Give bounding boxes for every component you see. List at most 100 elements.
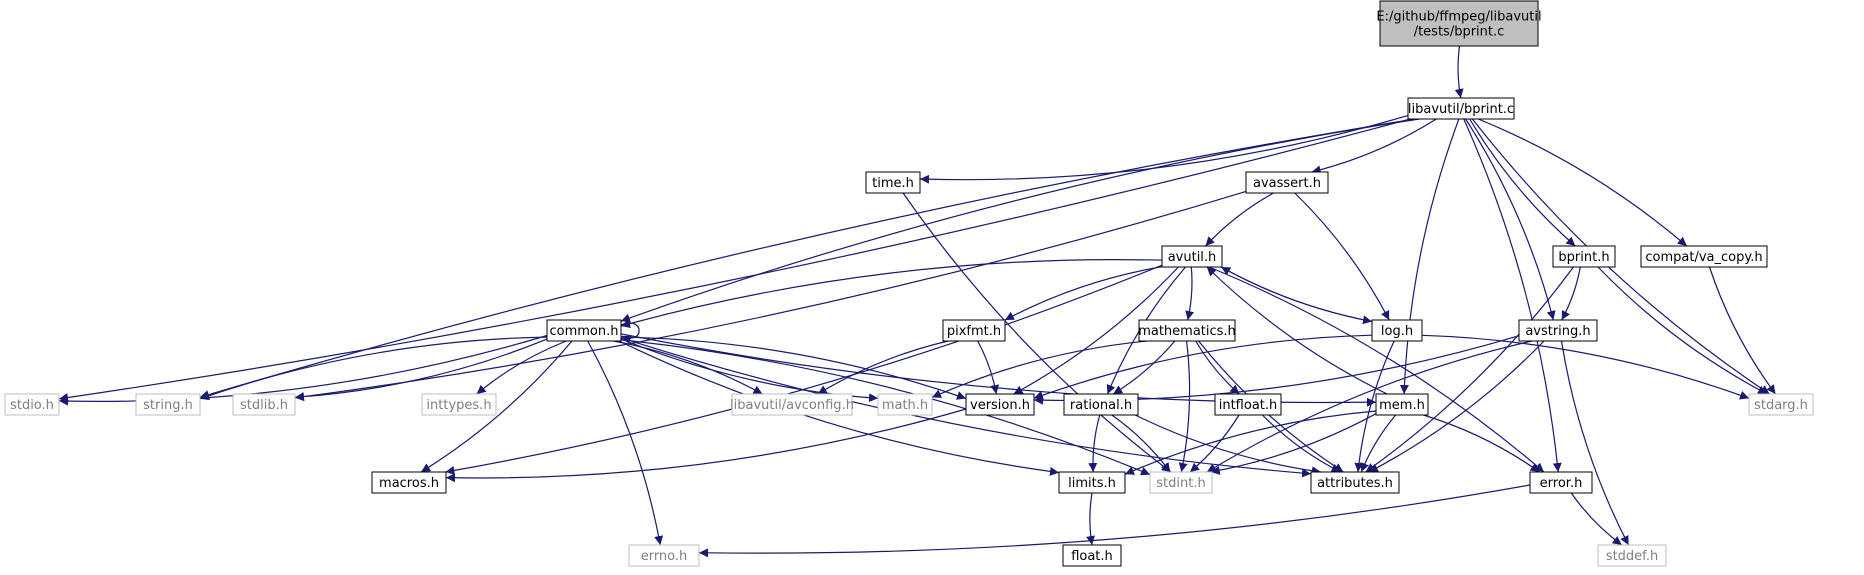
node-box xyxy=(1640,245,1768,268)
node-errno-h[interactable]: errno.h xyxy=(628,544,700,567)
node-inttypes-h[interactable]: inttypes.h xyxy=(421,393,497,416)
node-common-h[interactable]: common.h xyxy=(546,319,622,342)
node-box xyxy=(1379,0,1539,47)
node-box xyxy=(1161,245,1223,268)
node-bprint-h[interactable]: bprint.h xyxy=(1552,245,1616,268)
edge-avstring_h-to-stdint_h xyxy=(1206,340,1533,473)
node-box xyxy=(731,393,853,416)
node-mathematics-h[interactable]: mathematics.h xyxy=(1138,319,1236,342)
node-label: log.h xyxy=(1381,324,1413,339)
node-macros-h[interactable]: macros.h xyxy=(371,471,447,494)
node-box xyxy=(1062,544,1122,567)
node-stddef-h[interactable]: stddef.h xyxy=(1597,544,1667,567)
node-rational-h[interactable]: rational.h xyxy=(1063,393,1139,416)
node-box xyxy=(1597,544,1667,567)
node-label: stdint.h xyxy=(1156,476,1205,491)
edge-log_h-to-attributes_h xyxy=(1354,340,1395,473)
node-stdint-h[interactable]: stdint.h xyxy=(1149,471,1213,494)
edge-bprint_c-to-common_h xyxy=(620,118,1420,323)
node-label: mathematics.h xyxy=(1138,324,1236,339)
node-math-h[interactable]: math.h xyxy=(877,393,933,416)
edge-avassert_h-to-log_h xyxy=(1294,192,1390,321)
edge-bprint_c-to-avstring_h xyxy=(1465,118,1556,321)
edge-mem_h-to-error_h xyxy=(1423,414,1540,473)
node-avutil-h[interactable]: avutil.h xyxy=(1161,245,1223,268)
node-label: inttypes.h xyxy=(426,398,491,413)
edge-mathematics_h-to-rational_h xyxy=(1112,340,1176,395)
node-string-h[interactable]: string.h xyxy=(135,393,201,416)
node-label: /tests/bprint.c xyxy=(1414,25,1505,40)
node-version-h[interactable]: version.h xyxy=(965,393,1035,416)
node-box xyxy=(546,319,622,342)
node-box xyxy=(371,471,447,494)
node-attributes-h[interactable]: attributes.h xyxy=(1310,471,1400,494)
node-box xyxy=(1375,393,1429,416)
node-box xyxy=(1245,171,1329,194)
node-stdarg-h[interactable]: stdarg.h xyxy=(1748,393,1814,416)
node-label: avstring.h xyxy=(1525,324,1590,339)
node-label: errno.h xyxy=(641,549,688,564)
edge-log_h-to-version_h xyxy=(1033,334,1373,400)
node-time-h[interactable]: time.h xyxy=(865,171,921,194)
node-intfloat-h[interactable]: intfloat.h xyxy=(1214,393,1282,416)
node-label: stdarg.h xyxy=(1754,398,1808,413)
node-box xyxy=(1552,245,1616,268)
node-stdlib-h[interactable]: stdlib.h xyxy=(232,393,296,416)
node-label: error.h xyxy=(1540,476,1583,491)
edge-va_copy_h-to-stdarg_h xyxy=(1708,266,1776,395)
edge-bprint_c-to-stdio_h xyxy=(58,118,1411,403)
edge-mem_h-to-avutil_h xyxy=(1206,266,1388,395)
node-log-h[interactable]: log.h xyxy=(1371,319,1423,342)
edge-limits_h-to-float_h xyxy=(1086,492,1096,546)
edge-root-to-bprint_c xyxy=(1454,45,1464,99)
node-va-copy-h[interactable]: compat/va_copy.h xyxy=(1640,245,1768,268)
node-box xyxy=(865,171,921,194)
edge-rational_h-to-limits_h xyxy=(1088,414,1101,473)
dependency-edges xyxy=(58,45,1776,558)
node-root[interactable]: E:/github/ffmpeg/libavutil/tests/bprint.… xyxy=(1376,0,1542,47)
edge-common_h-to-errno_h xyxy=(587,340,664,546)
node-label: mem.h xyxy=(1379,398,1425,413)
edge-error_h-to-errno_h xyxy=(698,484,1531,558)
node-label: avutil.h xyxy=(1168,250,1217,265)
node-box xyxy=(1058,471,1126,494)
node-label: E:/github/ffmpeg/libavutil xyxy=(1376,10,1541,25)
edge-common_h-to-limits_h xyxy=(618,340,1060,476)
node-label: stdio.h xyxy=(10,398,54,413)
node-pixfmt-h[interactable]: pixfmt.h xyxy=(942,319,1006,342)
node-avconfig-h[interactable]: libavutil/avconfig.h xyxy=(730,393,854,416)
node-stdio-h[interactable]: stdio.h xyxy=(4,393,60,416)
node-avassert-h[interactable]: avassert.h xyxy=(1245,171,1329,194)
node-label: string.h xyxy=(143,398,193,413)
edge-common_h-to-mem_h xyxy=(620,333,1377,407)
edge-error_h-to-stddef_h xyxy=(1570,492,1623,546)
node-box xyxy=(628,544,700,567)
node-label: pixfmt.h xyxy=(947,324,1001,339)
node-mem-h[interactable]: mem.h xyxy=(1375,393,1429,416)
edge-avutil_h-to-version_h xyxy=(1013,266,1179,395)
edge-version_h-to-macros_h xyxy=(445,408,967,483)
node-limits-h[interactable]: limits.h xyxy=(1058,471,1126,494)
node-label: version.h xyxy=(970,398,1030,413)
node-box xyxy=(1149,471,1213,494)
node-box xyxy=(877,393,933,416)
edge-common_h-to-stdlib_h xyxy=(294,338,548,402)
node-label: attributes.h xyxy=(1317,476,1393,491)
node-label: avassert.h xyxy=(1253,176,1321,191)
node-error-h[interactable]: error.h xyxy=(1529,471,1593,494)
node-label: stdlib.h xyxy=(240,398,288,413)
node-box xyxy=(1214,393,1282,416)
node-avstring-h[interactable]: avstring.h xyxy=(1518,319,1598,342)
node-bprint-c[interactable]: libavutil/bprint.c xyxy=(1407,97,1515,120)
edge-pixfmt_h-to-version_h xyxy=(977,340,1000,395)
node-label: intfloat.h xyxy=(1219,398,1278,413)
node-box xyxy=(1748,393,1814,416)
edge-bprint_c-to-stdarg_h xyxy=(1471,118,1770,395)
node-float-h[interactable]: float.h xyxy=(1062,544,1122,567)
edge-mathematics_h-to-intfloat_h xyxy=(1195,340,1240,395)
node-label: macros.h xyxy=(379,476,439,491)
edge-avutil_h-to-macros_h xyxy=(445,264,1163,475)
edge-intfloat_h-to-attributes_h xyxy=(1261,414,1341,473)
edge-mathematics_h-to-math_h xyxy=(931,340,1148,398)
node-box xyxy=(1529,471,1593,494)
